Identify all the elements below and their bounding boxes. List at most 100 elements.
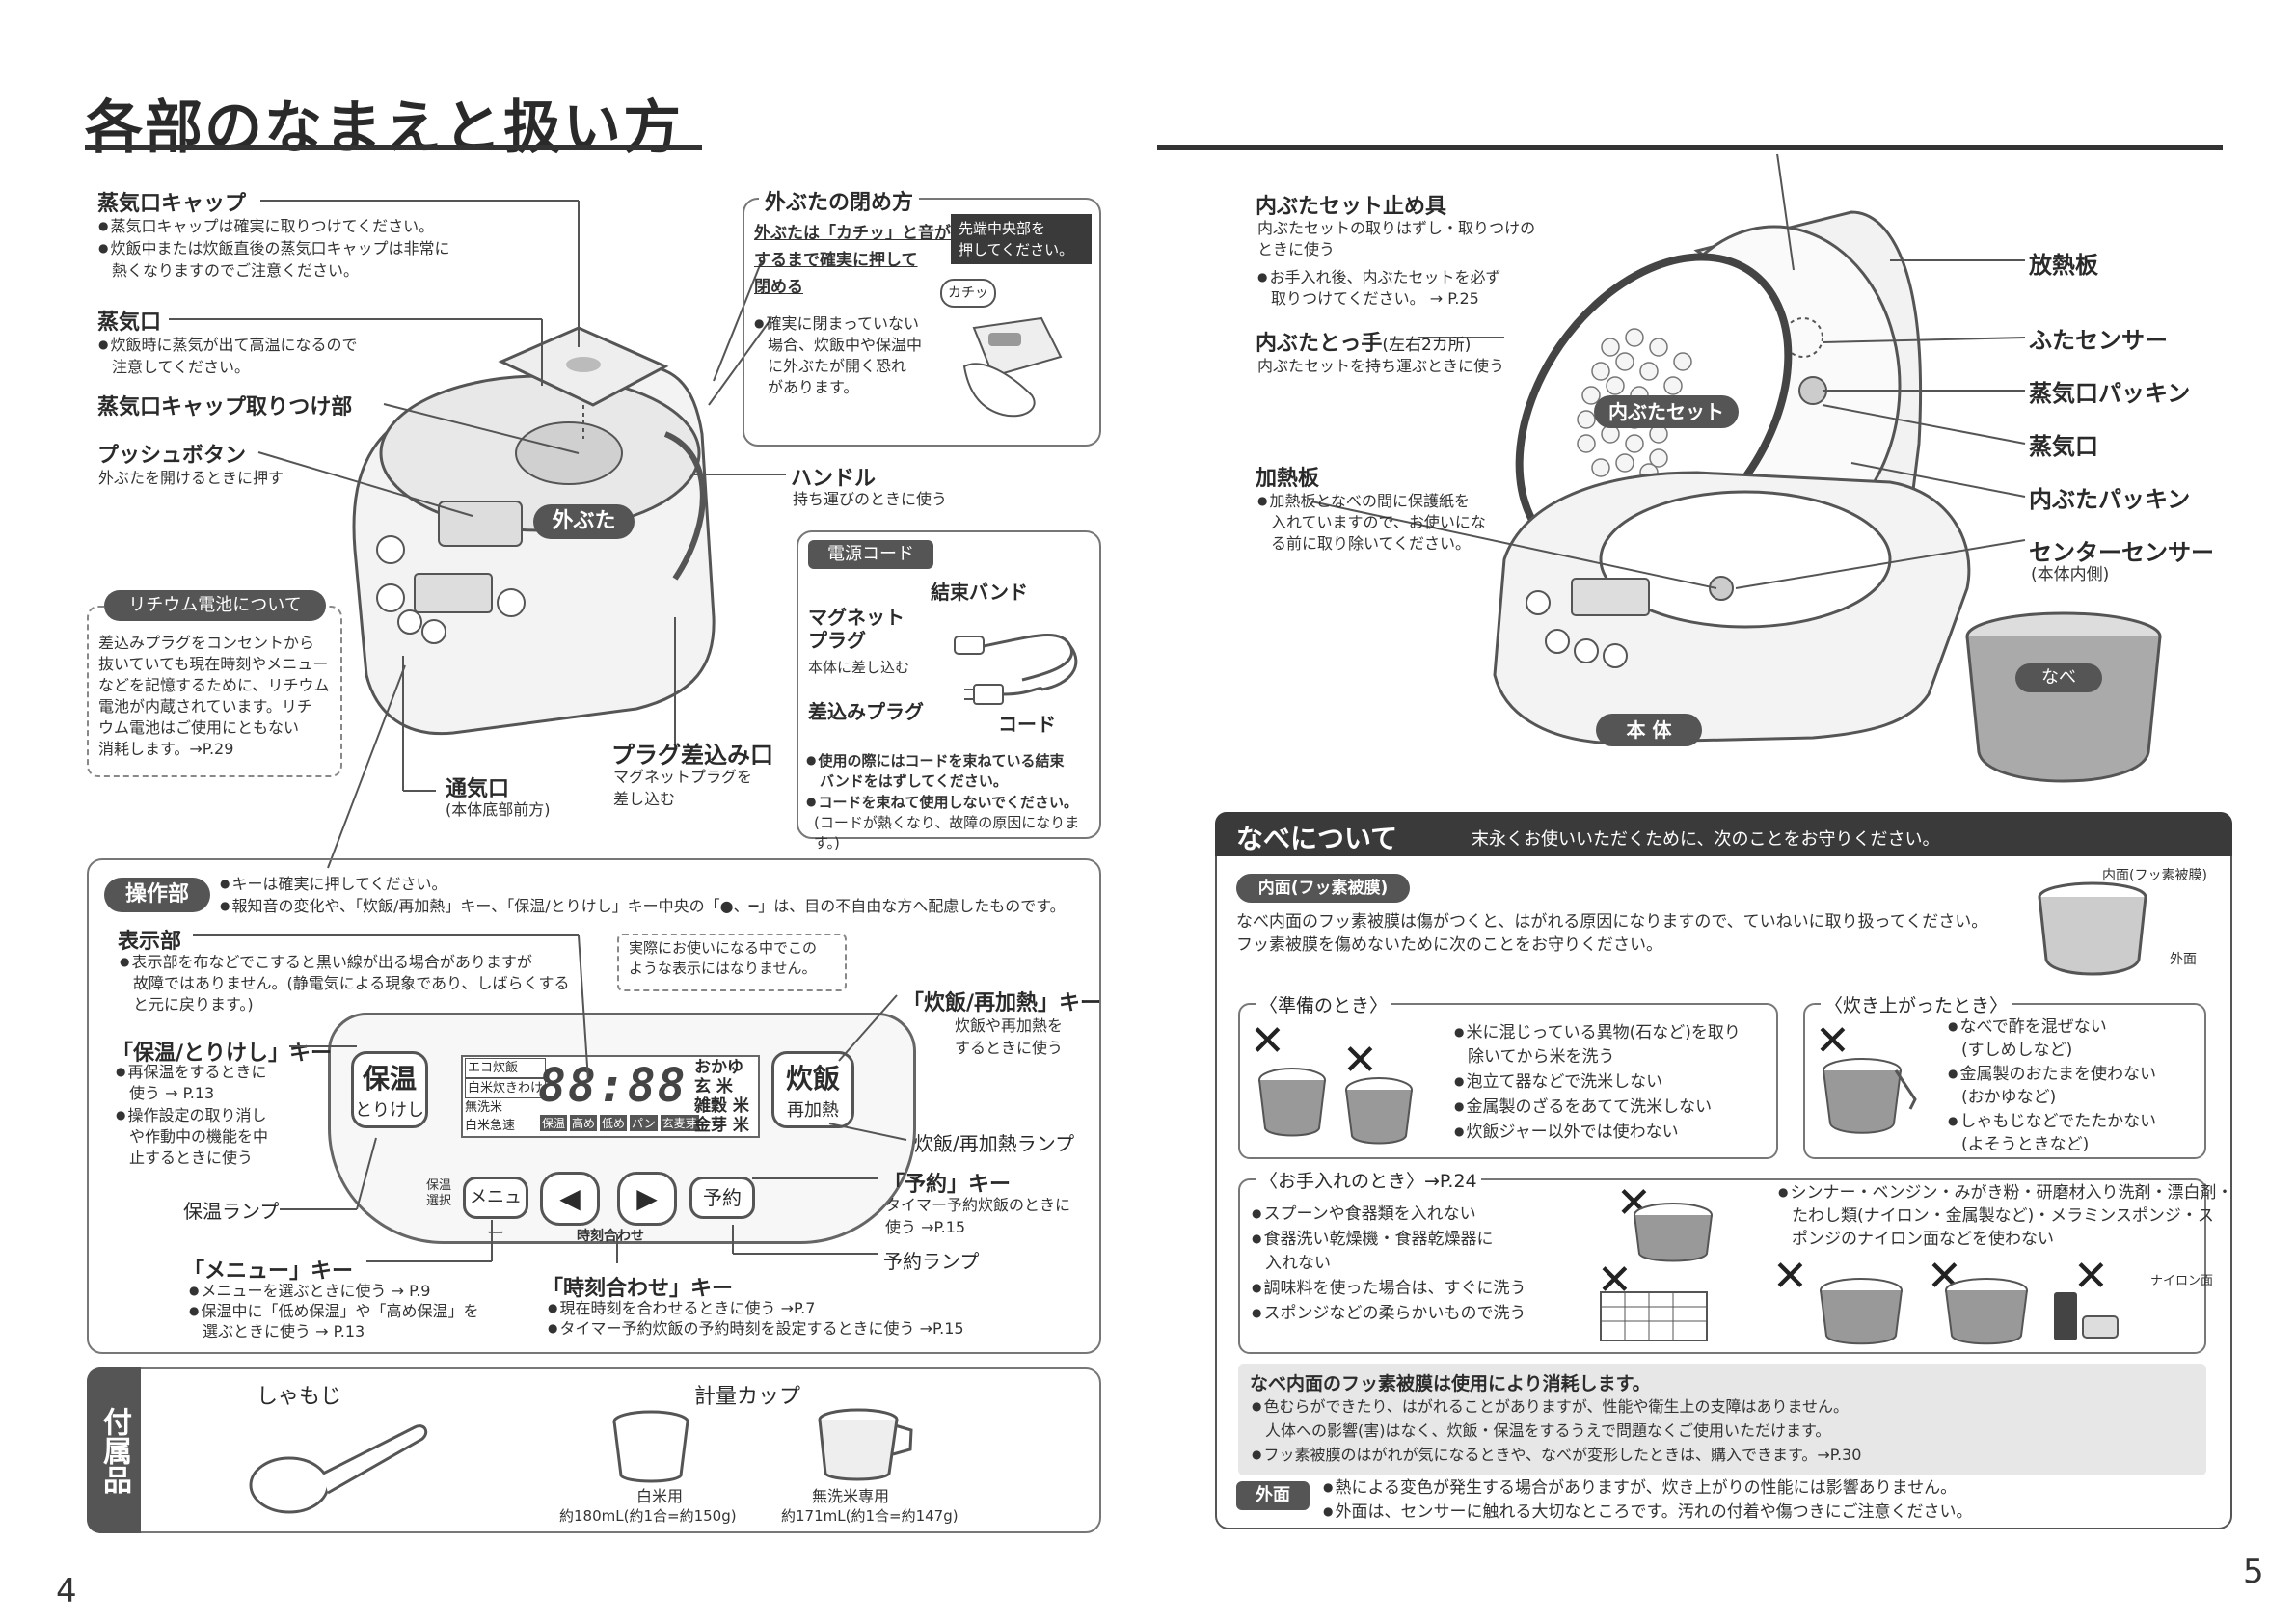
lithium-line-3: などを記憶するために、リチウム (98, 676, 330, 694)
menu-side-2: 選択 (426, 1194, 452, 1208)
timer-key-notes: タイマー予約炊飯のときに 使う →P.15 (885, 1194, 1070, 1238)
inner-lid-stopper-label: 内ぶたセット止め具 (1256, 195, 1447, 219)
outer-lid-badge: 外ぶた (533, 504, 635, 539)
steam-cap-notes: 蒸気口キャップは確実に取りつけてください。 炊飯中または炊飯直後の蒸気口キャップ… (98, 215, 503, 282)
musenmai-capacity: 約171mL(約1合=約147g) (781, 1507, 959, 1525)
prep-box (1238, 1003, 1778, 1159)
cooked-item-1: なべで酢を混ぜない (1948, 1015, 2156, 1039)
warn-line-4: があります。 (768, 378, 859, 396)
inner-lid-grip-label: 内ぶたとっ手(左右2カ所) (1256, 326, 1471, 357)
menu-side-1: 保温 (426, 1178, 452, 1193)
cooked-items: なべで酢を混ぜない (すしめしなど) 金属製のおたまを使わない (おかゆなど) … (1948, 1015, 2156, 1156)
menu-note-1: メニューを選ぶときに使う → P.9 (189, 1281, 479, 1301)
care-item-1: スプーンや食器類を入れない (1252, 1202, 1526, 1227)
kw-note-3: 操作設定の取り消し (116, 1104, 309, 1126)
lithium-line-2: 抜いていても現在時刻やメニュー (98, 655, 329, 673)
ops-note-1: キーは確実に押してください。 (220, 873, 1066, 895)
lithium-title: リチウム電池について (104, 590, 326, 621)
outer-line-1: 熱による変色が発生する場合がありますが、炊き上がりの性能には影響ありません。 (1323, 1475, 1972, 1500)
display-note-text-1: 実際にお使いになる中でこの (629, 939, 818, 957)
keep-warm-button[interactable]: 保温 とりけし (351, 1051, 428, 1128)
warn-line-1: 確実に閉まっていない (754, 312, 947, 335)
kw-note-1: 再保温をするときに (116, 1061, 309, 1083)
white-rice-capacity: 約180mL(約1合=約150g) (559, 1507, 737, 1525)
plug-inlet-desc-1: マグネットプラグを (613, 768, 753, 786)
hand-press-icon (962, 316, 1063, 418)
pot-illustration (1965, 611, 2162, 783)
left-arrow-button[interactable]: ◀ (540, 1172, 600, 1226)
display-note-text: 実際にお使いになる中でこの ような表示にはなりません。 (629, 938, 817, 979)
lcd-menu-4: 白米急速 (465, 1119, 516, 1133)
grip-sub: (左右2カ所) (1382, 336, 1472, 355)
display-note-text-2: ような表示にはなりません。 (629, 960, 817, 977)
plug-inlet-label: プラグ差込み口 (611, 742, 773, 769)
inner-lid-stopper-note: お手入れ後、内ぶたセットを必ず 取りつけてください。 → P.25 (1257, 266, 1500, 310)
outer-lid-close-label: 外ぶたの閉め方 (759, 185, 920, 216)
menu-side-label: 保温 選択 (426, 1178, 451, 1209)
stopper-note-2: 取りつけてください。 → P.25 (1271, 289, 1479, 308)
body-badge: 本 体 (1596, 714, 1702, 746)
prep-item-2: 除いてから米を洗う (1468, 1047, 1615, 1067)
lcd-bottom-tags: 保温 高め 低め パン 玄麦芽 (540, 1115, 699, 1131)
white-rice-label: 白米用 (635, 1487, 683, 1505)
prep-title: 〈準備のとき〉 (1256, 991, 1392, 1017)
vent-sub: (本体底部前方) (446, 800, 551, 819)
page-title: 各部のなまえと扱い方 (85, 95, 683, 162)
lid-sensor-label: ふたセンサー (2029, 327, 2168, 354)
tip-line-2: 押してください。 (959, 241, 1074, 258)
care-cross-2-icon: ✕ (1597, 1256, 1633, 1305)
menu-button[interactable]: メニュー (463, 1177, 528, 1244)
cord-note-4: (コードが熱くなり、故障の原因になります。) (814, 814, 1080, 852)
keep-warm-key-notes: 再保温をするときに 使う → P.13 操作設定の取り消し や作動中の機能を中 … (116, 1061, 309, 1169)
cook-key-label: 「炊飯/再加熱」キー (903, 991, 1102, 1015)
handle-label: ハンドル (791, 467, 877, 491)
vent-label: 通気口 (446, 777, 510, 801)
lcd-right-4a: 金芽 (694, 1116, 727, 1135)
power-cord-icon (954, 634, 1078, 705)
timer-key-label: 「予約」キー (883, 1173, 1012, 1197)
cook-note-2: するときに使う (955, 1039, 1064, 1057)
care-cross-3-icon: ✕ (1772, 1252, 1808, 1301)
keep-warm-button-sub: とりけし (355, 1100, 424, 1121)
cord-label: コード (998, 713, 1056, 736)
cook-button[interactable]: 炊飯 再加熱 (771, 1051, 854, 1128)
lcd-menus-left: エコ炊飯 白米炊きわけ 無洗米 白米急速 (465, 1058, 547, 1135)
outer-lid-tip: 先端中央部を 押してください。 (951, 214, 1092, 264)
inner-text-1: なべ内面のフッ素被膜は傷がつくと、はがれる原因になりますので、ていねいに取り扱っ… (1236, 912, 1988, 932)
clock-note-1: 現在時刻を合わせるときに使う →P.7 (548, 1298, 964, 1318)
clock-set-label: 時刻合わせ (577, 1229, 644, 1244)
push-button-shape (438, 501, 523, 547)
outer-lid-warn: 確実に閉まっていない 場合、炊飯中や保温中 に外ぶたが開く恐れ があります。 (754, 312, 947, 398)
care-item-4: 調味料を使った場合は、すぐに洗う (1252, 1276, 1526, 1301)
care-items: スプーンや食器類を入れない 食器洗い乾燥機・食器乾燥器に 入れない 調味料を使っ… (1252, 1202, 1526, 1326)
prep-pots-icon (1258, 1068, 1413, 1145)
cord-notes: 使用の際にはコードを束ねている結束 バンドをはずしてください。 コードを束ねて使… (806, 750, 1095, 853)
care-cross-5-icon: ✕ (2073, 1252, 2109, 1301)
instr-line-2: するまで確実に押して (754, 251, 918, 270)
lcd-tag-5: 玄麦芽 (660, 1115, 699, 1131)
inner-coating-label: 内面(フッ素被膜) (2102, 868, 2207, 883)
steam-packing-label: 蒸気口パッキン (2029, 380, 2191, 407)
power-cord-title: 電源コード (808, 540, 933, 569)
menu-key-notes: メニューを選ぶときに使う → P.9 保温中に「低め保温」や「高め保温」を 選ぶ… (189, 1281, 479, 1341)
cook-lamp-label: 炊飯/再加熱ランプ (914, 1132, 1075, 1155)
wear-line-1: 色むらができたり、はがれることがありますが、性能や衛生上の支障はありません。 (1252, 1394, 1861, 1419)
wear-title: なべ内面のフッ素被膜は使用により消耗します。 (1250, 1373, 1651, 1394)
inner-surface-badge: 内面(フッ素被膜) (1236, 874, 1410, 903)
paddle-label: しゃもじ (257, 1385, 342, 1409)
timer-button[interactable]: 予約 (689, 1177, 755, 1219)
outer-surface-lines: 熱による変色が発生する場合がありますが、炊き上がりの性能には影響ありません。 外… (1323, 1475, 1972, 1524)
care-title: 〈お手入れのとき〉→P.24 (1256, 1167, 1481, 1193)
lcd-right-3a: 雑穀 (694, 1096, 727, 1116)
instr-line-3: 閉める (754, 278, 803, 297)
cook-note-1: 炊飯や再加熱を (955, 1016, 1064, 1035)
right-arrow-button[interactable]: ▶ (617, 1172, 677, 1226)
inner-surface-text: なべ内面のフッ素被膜は傷がつくと、はがれる原因になりますので、ていねいに取り扱っ… (1236, 910, 1987, 957)
lcd-right-1a: おかゆ (694, 1058, 743, 1077)
lcd-menu-2: 白米炊きわけ (465, 1078, 547, 1098)
outer-line-2: 外面は、センサーに触れる大切なところです。汚れの付着や傷つきにご注意ください。 (1323, 1500, 1972, 1524)
wear-lines: 色むらができたり、はがれることがありますが、性能や衛生上の支障はありません。 人… (1252, 1394, 1861, 1467)
magnet-desc: 本体に差し込む (808, 659, 910, 676)
lcd-right-3b: 米 (732, 1096, 749, 1116)
wear-line-2: 人体への影響(害)はなく、炊飯・保温をするうえで問題なくご使用いただけます。 (1265, 1421, 1831, 1440)
